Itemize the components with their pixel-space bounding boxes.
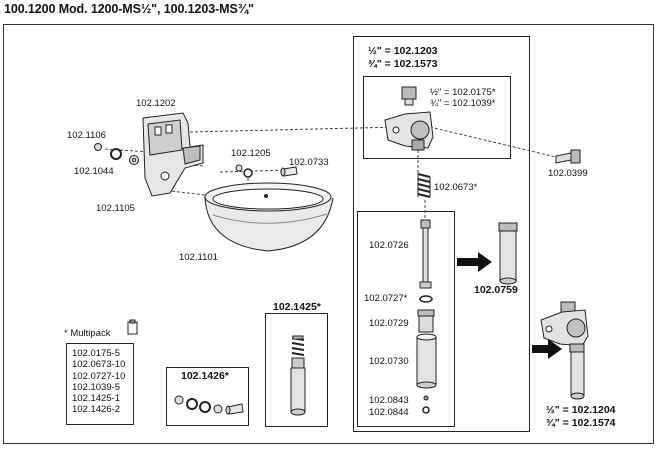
multipack-heading: * Multipack [64, 328, 111, 339]
label-1425: 102.1425* [273, 301, 321, 313]
label-0759: 102.0759 [474, 284, 518, 296]
bowl-1101-drawing [204, 182, 334, 252]
label-1202: 102.1202 [136, 98, 176, 109]
label-0399: 102.0399 [548, 168, 588, 179]
label-1101: 102.1101 [179, 252, 218, 263]
kit-1425-panel [265, 313, 328, 427]
assembled-threequarter: ¾" = 102.1574 [546, 417, 616, 429]
valve-head-panel [363, 76, 511, 159]
part-0844-drawing [422, 406, 430, 414]
label-1106: 102.1106 [67, 130, 106, 141]
spring-0673-drawing [417, 173, 431, 198]
diagram-frame [3, 24, 654, 444]
screw-0399-drawing [555, 149, 581, 164]
label-1205: 102.1205 [231, 148, 271, 159]
assembled-half: ½" = 102.1204 [546, 404, 616, 416]
multipack-item: 102.0673-10 [72, 359, 126, 371]
arrow-to-assembled [532, 339, 562, 359]
multipack-icon [127, 319, 138, 335]
valve-box-half: ½" = 102.1203 [368, 45, 438, 57]
label-0729: 102.0729 [369, 318, 409, 329]
label-0844: 102.0844 [369, 407, 409, 418]
part-1205-washer [235, 164, 243, 172]
multipack-item: 102.1039-5 [72, 381, 121, 393]
valve-group-panel [353, 36, 530, 432]
part-1426-drawing [174, 395, 244, 415]
part-0843-drawing [423, 395, 429, 401]
label-0673: 102.0673* [434, 182, 478, 193]
valve-inner-half: ½" = 102.0175* [430, 87, 496, 98]
kit-1426-panel [166, 367, 249, 426]
part-0759-drawing [498, 222, 518, 285]
bracket-1202-drawing [142, 112, 204, 197]
multipack-item: 102.1426-2 [72, 404, 121, 416]
multipack-item: 102.0175-5 [72, 348, 121, 359]
part-1106-washer [94, 143, 102, 151]
label-0733: 102.0733 [289, 157, 329, 168]
arrow-to-0759 [457, 252, 492, 272]
multipack-item: 102.1425-1 [72, 393, 121, 405]
valve-box-threequarter: ¾" = 102.1573 [368, 58, 438, 70]
multipack-item: 102.0727-10 [72, 370, 126, 382]
valve-inner-threequarter: ¾" = 102.1039* [430, 98, 496, 109]
pin-0726-drawing [419, 219, 432, 289]
ring-0727-drawing [419, 295, 433, 303]
part-1044-ring [110, 148, 122, 160]
valve-head-drawing [384, 86, 434, 151]
assembly-lines [104, 126, 561, 218]
multipack-list-box [66, 343, 134, 425]
label-1426: 102.1426* [181, 370, 229, 382]
label-0726: 102.0726 [369, 240, 409, 251]
valve-internals-panel [357, 211, 455, 427]
multipack-list: 102.0175-5 102.0673-10 102.0727-10 102.1… [72, 348, 125, 416]
label-0730: 102.0730 [369, 356, 409, 367]
diagram-title: 100.1200 Mod. 1200-MS½", 100.1203-MS¾" [4, 2, 254, 16]
assembled-valve-drawing [540, 301, 589, 400]
part-1425-drawing [290, 335, 306, 416]
nut-0729-drawing [417, 309, 435, 333]
label-0727: 102.0727* [364, 293, 408, 304]
label-1044: 102.1044 [74, 166, 114, 177]
tube-0730-drawing [416, 333, 437, 389]
label-1105: 102.1105 [96, 203, 135, 214]
label-0843: 102.0843 [369, 395, 409, 406]
